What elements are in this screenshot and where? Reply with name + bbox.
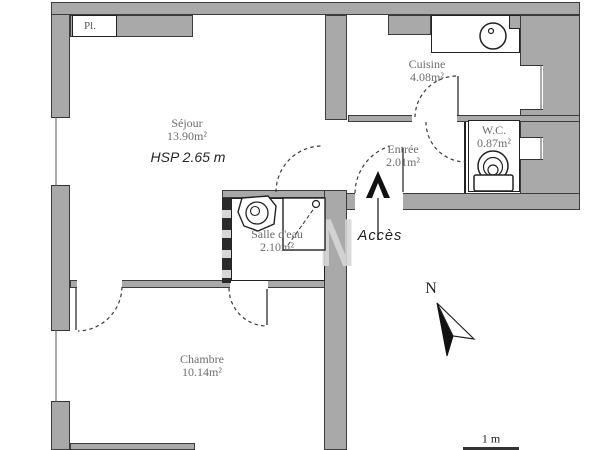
room-name-sejour: Séjour bbox=[171, 116, 203, 130]
door-arc-cuisine bbox=[414, 75, 459, 118]
room-name-entree: Entrée bbox=[387, 142, 419, 156]
door-arc-salledeau bbox=[228, 287, 268, 327]
room-area-sejour: 13.90m² bbox=[167, 129, 207, 143]
kitchen-sink-icon bbox=[479, 22, 507, 50]
compass-needle-icon bbox=[436, 302, 476, 357]
room-name-wc: W.C. bbox=[481, 123, 507, 137]
closet-label: Pl. bbox=[84, 20, 96, 32]
window-wc bbox=[520, 137, 543, 160]
room-area-chambre: 10.14m² bbox=[182, 365, 222, 379]
scale-label: 1 m bbox=[481, 431, 501, 446]
washbasin-icon bbox=[237, 195, 277, 232]
room-label-salledeau: Salle d'eau 2.10m² bbox=[251, 228, 303, 254]
room-name-salledeau: Salle d'eau bbox=[251, 227, 303, 241]
wall-top bbox=[51, 2, 580, 15]
shower-icon bbox=[282, 197, 326, 251]
door-gap-cuisine bbox=[412, 114, 457, 123]
room-area-cuisine: 4.08m² bbox=[410, 70, 444, 84]
door-arc-wc bbox=[425, 121, 467, 163]
room-label-entree: Entrée 2.01m² bbox=[386, 143, 420, 169]
wall-cuisine-bottom bbox=[348, 115, 580, 122]
room-label-cuisine: Cuisine 4.08m² bbox=[409, 58, 446, 84]
door-arc-sejour bbox=[275, 145, 323, 193]
room-area-entree: 2.01m² bbox=[386, 155, 420, 169]
wall-cuisine-block bbox=[388, 15, 431, 35]
door-gap-salledeau bbox=[230, 279, 268, 289]
door-arc-front bbox=[354, 145, 391, 194]
sink-alcove-notch bbox=[509, 16, 520, 29]
ceiling-height-label: HSP 2.65 m bbox=[150, 149, 226, 165]
toilet-icon bbox=[473, 150, 514, 192]
access-arrow-icon bbox=[366, 171, 390, 240]
room-area-salledeau: 2.10m² bbox=[260, 240, 294, 254]
entree-wc-divider bbox=[464, 122, 466, 193]
window-cuisine bbox=[520, 65, 543, 110]
closet-box bbox=[72, 15, 117, 37]
room-name-chambre: Chambre bbox=[180, 352, 224, 366]
room-area-wc: 0.87m² bbox=[477, 136, 511, 150]
room-name-cuisine: Cuisine bbox=[408, 57, 446, 71]
door-arc-chambre bbox=[77, 286, 123, 332]
north-label: N bbox=[425, 280, 437, 297]
wall-right bbox=[520, 15, 580, 210]
wall-sejour-cuisine bbox=[325, 15, 347, 120]
room-label-wc: W.C. 0.87m² bbox=[477, 124, 511, 150]
access-label: Accès bbox=[357, 228, 403, 244]
scale-bar bbox=[463, 447, 519, 450]
room-label-sejour: Séjour 13.90m² bbox=[167, 117, 207, 143]
salledeau-partition bbox=[222, 198, 231, 283]
wall-chambre-divider bbox=[70, 280, 325, 288]
door-gap-chambre bbox=[77, 279, 122, 289]
room-label-chambre: Chambre 10.14m² bbox=[180, 353, 224, 379]
